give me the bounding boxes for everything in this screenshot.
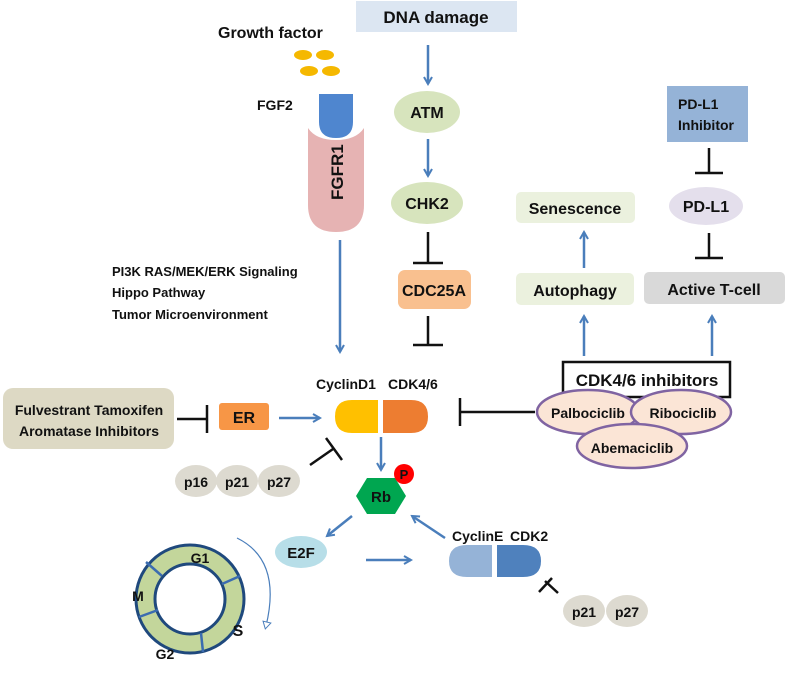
senescence-box	[516, 192, 635, 223]
drug-label: Abemaciclib	[591, 440, 673, 456]
phospho-label: P	[400, 467, 409, 482]
pdl1-inhibitor-box	[667, 86, 748, 142]
atm-node	[394, 91, 460, 133]
cdk2-label: CDK2	[510, 528, 548, 544]
phase-s: S	[233, 623, 244, 640]
atm-label: ATM	[410, 105, 443, 122]
e2f-node	[275, 536, 327, 568]
growth-factor-molecules	[294, 50, 340, 76]
endocrine-therapy-box	[3, 388, 174, 449]
cell-cycle-dividers	[138, 561, 241, 653]
cell-cycle-direction-arrow	[236, 537, 272, 630]
growth-factor-dot	[316, 50, 334, 60]
cki2-p21	[563, 595, 605, 627]
pdl1-inhibitor-label-1: PD-L1	[678, 96, 719, 112]
pathway-label-tme: Tumor Microenvironment	[112, 307, 268, 322]
cki2-inhibits-cdk2	[538, 577, 559, 594]
pdl1-label: PD-L1	[683, 199, 729, 216]
pdl1-inhibitor-inhibits-pdl1	[695, 148, 723, 175]
chk2-label: CHK2	[405, 196, 449, 213]
pdl1-node	[669, 187, 743, 225]
cyclind1-label: CyclinD1	[316, 376, 376, 392]
growth-factor-label: Growth factor	[218, 25, 323, 42]
pdl1-inhibitor-label-2: Inhibitor	[678, 117, 735, 133]
growth-factor-dot	[294, 50, 312, 60]
fgfr1-receptor	[308, 128, 364, 232]
endocrine-label-2: Aromatase Inhibitors	[19, 423, 159, 439]
rb-label: Rb	[371, 489, 391, 506]
phospho-marker	[394, 464, 414, 484]
dna-damage-box	[356, 1, 517, 32]
cki2-label: p21	[572, 604, 596, 620]
er-box	[219, 403, 269, 430]
e2f-label: E2F	[287, 545, 315, 562]
pdl1-inhibits-tcell	[695, 233, 723, 260]
growth-factor-dot	[300, 66, 318, 76]
cdk2-half	[497, 545, 541, 577]
drug-label: Ribociclib	[650, 405, 717, 421]
rb-to-e2f-arrow	[327, 515, 353, 536]
cdk46-label: CDK4/6	[388, 376, 438, 392]
chk2-node	[391, 182, 463, 224]
senescence-label: Senescence	[529, 201, 622, 218]
fgf2-ligand	[319, 94, 353, 138]
inhibitors-block-cdk46	[458, 398, 535, 426]
cki2-p27	[606, 595, 648, 627]
endocrine-label-1: Fulvestrant Tamoxifen	[15, 402, 163, 418]
active-tcell-box	[644, 272, 785, 304]
rb-node	[356, 478, 406, 514]
cki2-label: p27	[615, 604, 639, 620]
cki-label: p16	[184, 474, 208, 490]
phase-g2: G2	[156, 646, 175, 662]
chk2-inhibits-cdc25a	[413, 232, 443, 265]
cdc25a-label: CDC25A	[402, 283, 466, 300]
endocrine-blocks-er	[177, 405, 209, 433]
phase-g1: G1	[191, 550, 210, 566]
fgf2-label: FGF2	[257, 97, 293, 113]
er-label: ER	[233, 410, 256, 427]
drug-label: Palbociclib	[551, 405, 625, 421]
phase-m: M	[132, 588, 144, 604]
cki-p16	[175, 465, 217, 497]
cdk46-inhibitors-label: CDK4/6 inhibitors	[576, 371, 719, 390]
fgfr1-label: FGFR1	[328, 144, 347, 200]
autophagy-box	[516, 273, 634, 305]
cdk2-to-rb-arrow	[412, 516, 446, 540]
drug-ribociclib	[629, 388, 733, 436]
cki-label: p21	[225, 474, 249, 490]
cki-p21	[216, 465, 258, 497]
cki-inhibits-cdk46	[309, 437, 344, 467]
active-tcell-label: Active T-cell	[667, 282, 760, 299]
cell-cycle-inner	[153, 562, 227, 636]
cdc25a-inhibits-cdk-arrow	[413, 316, 443, 347]
autophagy-label: Autophagy	[533, 283, 617, 300]
cdk46-half	[383, 400, 428, 433]
cycline-half	[449, 545, 492, 577]
drug-abemaciclib	[575, 422, 689, 470]
cycline-label: CyclinE	[452, 528, 503, 544]
cki-p27	[258, 465, 300, 497]
growth-factor-dot	[322, 66, 340, 76]
pathway-label-hippo: Hippo Pathway	[112, 285, 206, 300]
cyclind1-half	[335, 400, 378, 433]
cdc25a-box	[398, 270, 471, 309]
dna-damage-label: DNA damage	[383, 8, 488, 27]
pathway-label-pi3k: PI3K RAS/MEK/ERK Signaling	[112, 264, 298, 279]
cell-cycle-ring: G1 S G2 M	[132, 543, 246, 662]
cki-label: p27	[267, 474, 291, 490]
